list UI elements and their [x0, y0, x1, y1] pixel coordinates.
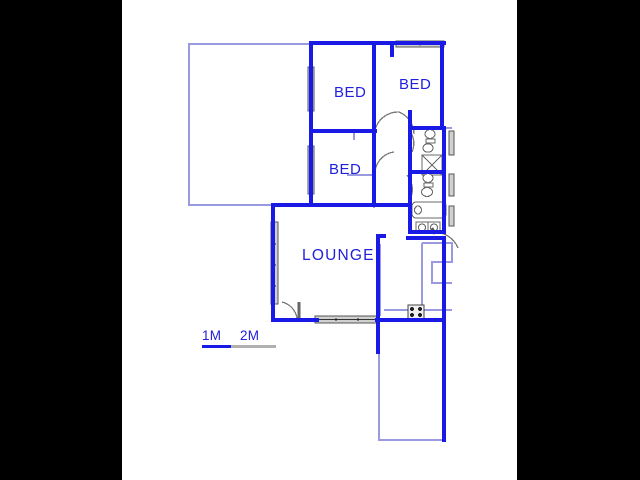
toilet-lower-cistern: [423, 182, 434, 188]
basin-lower: [420, 186, 434, 198]
bathtub: [411, 201, 447, 219]
scale-label-2m: 2M: [240, 328, 260, 343]
bathroom-fixtures-upper: [421, 128, 443, 176]
room-label-bed-top-right: BED: [399, 76, 432, 93]
letterbox-bar-right: [517, 0, 640, 480]
thin-outline-areas: [188, 43, 453, 441]
bathtub-drain-end: [413, 205, 423, 215]
bathroom-fixtures-lower: [411, 172, 447, 234]
walls: [271, 41, 446, 442]
area-lower-yard: [378, 320, 442, 441]
floor-plan-drawing: [188, 40, 459, 442]
room-label-bed-top-left: BED: [334, 84, 367, 101]
scale-bar-segment-2m: [231, 345, 276, 348]
window-bath-upper-right: [448, 130, 455, 156]
scale-bar: 1M 2M: [202, 328, 280, 352]
window-bath-lower-right-2: [448, 205, 455, 227]
door-arc-3: [374, 151, 395, 173]
toilet-upper-bowl: [424, 128, 436, 140]
room-label-bed-mid-left: BED: [329, 161, 362, 178]
letterbox-bar-left: [0, 0, 122, 480]
door-arc-lounge: [281, 301, 298, 319]
scale-bar-segment-1m: [202, 345, 231, 348]
basin-upper: [422, 143, 434, 153]
toilet-lower-bowl: [422, 172, 434, 184]
area-left-large: [188, 43, 313, 206]
window-bath-lower-right: [448, 173, 455, 197]
floor-plan-canvas: BED BED BED LOUNGE 1M 2M: [122, 0, 517, 480]
door-arc-entrance: [433, 231, 459, 249]
toilet-upper-cistern: [425, 138, 436, 144]
window-lounge-bottom: [314, 315, 380, 324]
stove-hob: [407, 304, 425, 320]
partition-counter: [422, 242, 453, 284]
vanity-basin-left: [417, 223, 427, 232]
room-label-lounge: LOUNGE: [302, 247, 375, 264]
partition-bed-mid: [347, 174, 375, 208]
scale-label-1m: 1M: [202, 328, 222, 343]
door-arc-1: [374, 111, 400, 131]
